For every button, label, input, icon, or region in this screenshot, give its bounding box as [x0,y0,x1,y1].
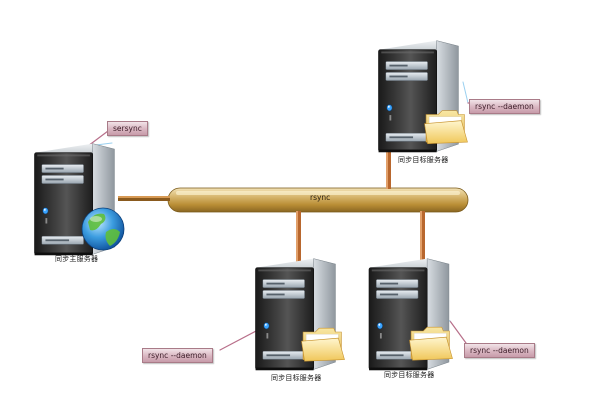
top-target-server [378,40,468,153]
globe-icon [81,207,125,251]
bottom-left-target-connector [296,211,301,262]
source-caption: 同步主服务器 [55,255,99,263]
source-server [34,143,125,256]
folder-icon [409,326,453,361]
top-target-connector [386,150,391,189]
source-tag: sersync [107,121,148,136]
bottom-left-target-tag: rsync --daemon [142,348,213,363]
bottom-left-target-caption: 同步目标服务器 [271,374,322,382]
bus-label: rsync [310,193,331,202]
bottom-right-target-caption: 同步目标服务器 [384,371,435,379]
bottom-right-target-tag: rsync --daemon [464,343,535,358]
folder-icon [424,110,468,144]
top-target-tag: rsync --daemon [469,99,540,114]
source-connector [118,196,170,201]
folder-icon [301,327,345,362]
bottom-right-target-connector [420,211,425,264]
bottom-right-target-server [368,258,453,371]
top-target-caption: 同步目标服务器 [398,156,449,164]
bottom-left-target-server [255,258,345,371]
rsync-bus [167,187,469,213]
